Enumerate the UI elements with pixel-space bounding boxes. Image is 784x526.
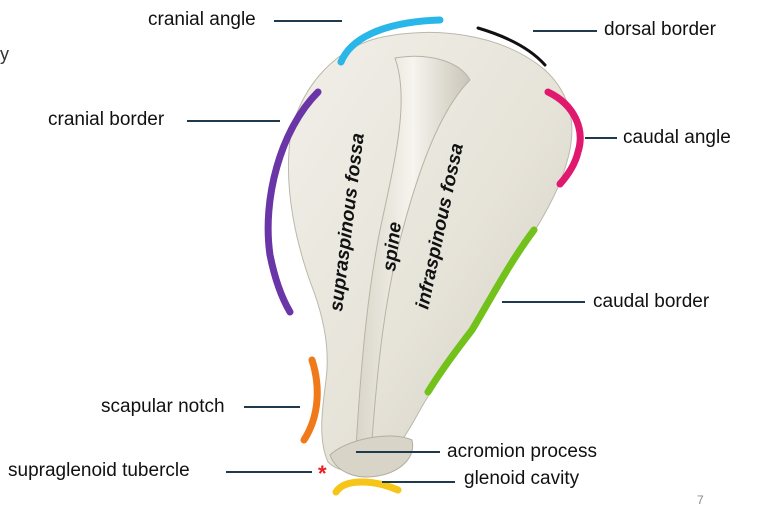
supraglenoid-tubercle-label: supraglenoid tubercle [8,460,190,481]
glenoid-cavity-label: glenoid cavity [464,468,580,489]
glenoid-end [329,435,414,478]
caudal-border-marker [424,226,538,396]
cranial-border-label: cranial border [48,109,165,130]
scapular-notch-label: scapular notch [101,396,225,417]
caudal-border-label: caudal border [593,291,710,312]
stray-text: y [0,44,9,64]
acromion-process-label: acromion process [447,441,597,462]
scapular-spine-ridge [355,55,471,449]
cranial-angle-label: cranial angle [148,9,256,30]
caudal-angle-marker [544,88,584,188]
slide-number: 7 [697,493,704,507]
cranial-angle-marker [337,16,444,66]
leader-lines [187,20,617,483]
scapular-notch-marker [300,356,321,444]
cranial-border-marker [264,88,322,316]
dorsal-border-marker [476,26,547,67]
dorsal-border-label: dorsal border [604,19,716,40]
caudal-angle-label: caudal angle [623,127,731,148]
supraglenoid-tubercle-marker: * [318,461,327,486]
glenoid-cavity-marker [332,478,402,496]
